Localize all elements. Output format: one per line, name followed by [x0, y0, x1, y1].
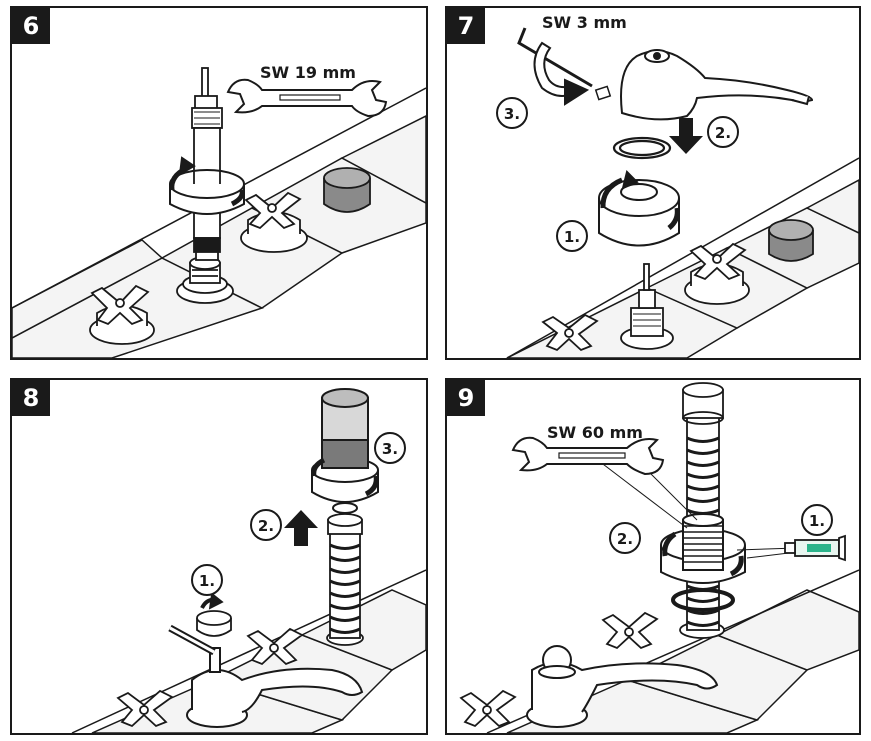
down-arrow-icon: [669, 118, 703, 154]
cross-handle-bottom: [541, 313, 599, 352]
cross-handle-left: [89, 284, 155, 345]
escutcheon-cover: [598, 170, 680, 247]
step-2-label: 2.: [258, 517, 274, 535]
step-8-panel: 8: [10, 378, 428, 735]
cross-handle-right: [246, 627, 304, 666]
cap-cover: [323, 167, 371, 213]
step-9-panel: 9: [445, 378, 861, 735]
step-2-label: 2.: [617, 530, 633, 548]
step-1-marker: [191, 564, 223, 596]
step-6-illustration: SW 19 mm: [12, 63, 426, 358]
step-3-marker: [374, 432, 406, 464]
sealant-tube-icon: [784, 534, 846, 562]
cap-cover: [196, 592, 232, 637]
step-3-label: 3.: [504, 105, 520, 123]
valve-seat: [176, 256, 234, 304]
step-1-label: 1.: [809, 512, 825, 530]
threaded-nut: [660, 513, 746, 612]
cartridge: [620, 263, 674, 350]
allen-key-icon: [517, 27, 593, 88]
step-number-badge: 8: [12, 380, 50, 416]
step-number-badge: 7: [447, 8, 485, 44]
step-1-marker: [801, 504, 833, 536]
spout: [620, 49, 814, 121]
up-arrow-icon: [284, 510, 318, 546]
step-2-label: 2.: [715, 124, 731, 142]
wrench-size-label: SW 19 mm: [260, 63, 356, 82]
wrench-size-label: SW 3 mm: [542, 13, 627, 32]
step-1-label: 1.: [199, 572, 215, 590]
mixer-body: [526, 645, 719, 728]
step-3-label: 3.: [382, 440, 398, 458]
step-1-marker: [556, 220, 588, 252]
rotation-arrow: [533, 41, 590, 106]
wrench-size-label: SW 60 mm: [547, 423, 643, 442]
mixer-body: [168, 624, 364, 728]
cross-handle-right: [240, 191, 308, 253]
rotation-ring: [169, 156, 245, 215]
step-2-marker: [609, 522, 641, 554]
step-number-badge: 6: [12, 8, 50, 44]
step-8-illustration: 1. 2. 3.: [71, 388, 426, 733]
step-1-label: 1.: [564, 228, 580, 246]
step-9-illustration: SW 60 mm 1. 2.: [459, 382, 859, 733]
extension-sleeve: [311, 388, 379, 514]
cap-cover: [768, 219, 814, 262]
step-2-marker: [250, 509, 282, 541]
cartridge: [191, 67, 223, 261]
grub-screw: [594, 85, 612, 101]
cross-handle-right: [601, 611, 659, 650]
corrugated-pipe: [679, 382, 725, 639]
step-7-panel: 7: [445, 6, 861, 360]
step-number-badge: 9: [447, 380, 485, 416]
step-2-marker: [707, 116, 739, 148]
o-ring: [612, 136, 672, 160]
corrugated-pipe: [326, 513, 364, 646]
wrench-icon: [511, 436, 665, 476]
step-3-marker: [496, 97, 528, 129]
cross-handle-right: [684, 242, 750, 305]
wrench-icon: [226, 78, 388, 118]
step-7-illustration: SW 3 mm 3. 2. 1.: [496, 13, 859, 358]
cross-handle-left: [116, 689, 174, 728]
cross-handle-left: [459, 689, 517, 728]
step-6-panel: 6: [10, 6, 428, 360]
